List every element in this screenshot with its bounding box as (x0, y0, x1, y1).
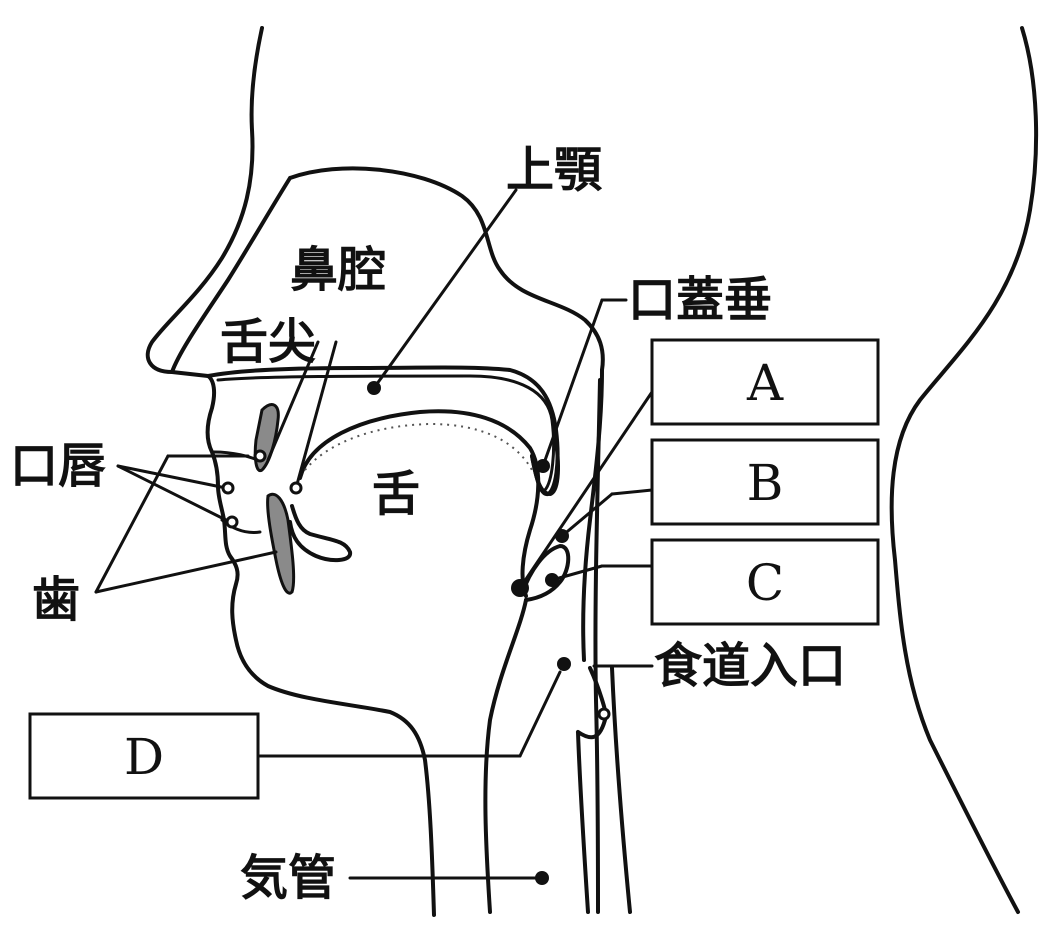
answer-box-c (650, 538, 880, 626)
answer-box-a (650, 338, 880, 426)
label-trachea: 気管 (240, 850, 336, 906)
answer-box-c-label: C (746, 554, 784, 612)
label-nasal-cavity: 鼻腔 (290, 242, 386, 298)
lips-dot-1 (221, 481, 235, 495)
tongue-tip-dot-1 (253, 449, 267, 463)
lower-teeth-shape (266, 492, 296, 595)
answer-box-a-label: A (746, 354, 784, 412)
larynx-line (483, 598, 528, 914)
esophagus-outline (576, 666, 632, 914)
answer-box-d (28, 712, 260, 800)
label-soft-palate: 口蓋垂 (628, 272, 772, 328)
box-a-leader (518, 390, 654, 590)
neck-back-outline (889, 26, 1039, 914)
label-teeth: 歯 (32, 572, 80, 628)
box-a-dot (511, 579, 529, 597)
tongue-tip-leader-1 (266, 340, 320, 462)
uvula-outline (530, 440, 560, 496)
soft-palate-dot (536, 459, 550, 473)
teeth-leader-2 (94, 550, 278, 594)
label-tongue-tip: 舌尖 (220, 314, 316, 370)
palate-line (216, 374, 556, 492)
upper-jaw-leader (372, 188, 518, 390)
lips-leader-2 (116, 464, 232, 524)
box-b-leader (610, 488, 654, 496)
label-tongue: 舌 (372, 466, 420, 522)
face-profile-outline (145, 26, 436, 917)
answer-box-d-label: D (124, 728, 164, 786)
label-esophagus-entrance: 食道入口 (654, 638, 846, 694)
tongue-tip-leader-2 (294, 340, 338, 490)
box-b-leader-diag (560, 492, 614, 538)
box-b-dot (555, 529, 569, 543)
esophagus-entrance-marker (597, 707, 611, 721)
tongue-dotted-surface (304, 422, 533, 471)
tongue-tip-dot-2 (289, 481, 303, 495)
box-d-leader-diag (518, 670, 562, 758)
lips-dot-2 (225, 515, 239, 529)
box-c-dot (545, 573, 559, 587)
lower-lip-outline (220, 518, 262, 534)
soft-palate-leader-diag (541, 298, 604, 468)
answer-box-b-label: B (747, 454, 784, 512)
tongue-outline (298, 409, 541, 598)
label-lips: 口唇 (10, 438, 106, 494)
upper-jaw-dot (367, 381, 381, 395)
esophagus-dot (557, 657, 571, 671)
answer-box-b (650, 438, 880, 526)
teeth-leader-1 (94, 454, 170, 594)
tongue-tip-curl (288, 504, 352, 563)
label-upper-jaw: 上顎 (506, 142, 603, 198)
lips-leader-1 (116, 464, 228, 490)
box-c-leader-diag (550, 564, 604, 582)
trachea-dot (535, 871, 549, 885)
